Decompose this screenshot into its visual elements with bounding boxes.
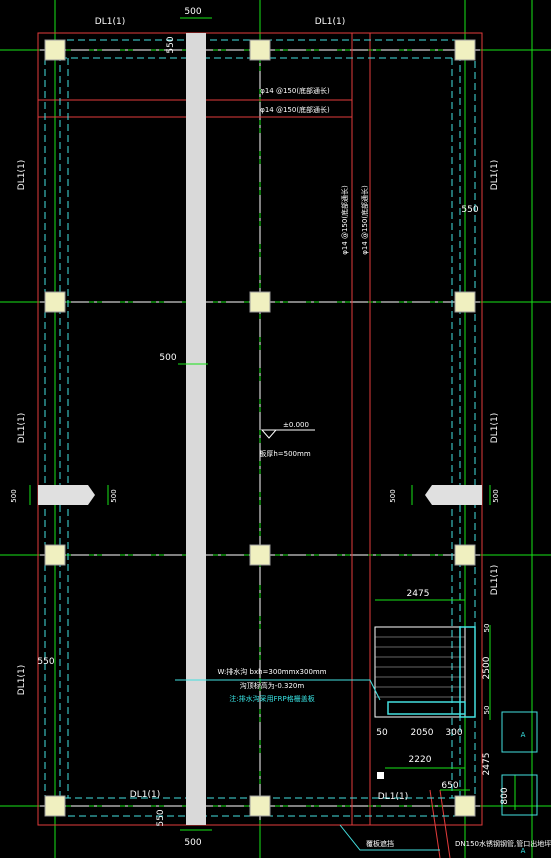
wall-notches (38, 485, 482, 505)
trench-spec: W:排水沟 bxh=300mmx300mm (217, 667, 326, 676)
elevation-symbol (260, 429, 315, 439)
beam-label-right-1: DL1(1) (490, 160, 500, 190)
trench-note: 注:排水沟采用FRP格栅盖板 (229, 694, 314, 703)
dim-650: 650 (441, 781, 458, 791)
dim-50-bottom: 50 (483, 706, 491, 715)
columns (44, 39, 476, 817)
beam-label-top-right: DL1(1) (315, 17, 345, 27)
beam-label-right-2: DL1(1) (490, 413, 500, 443)
dim-right-550: 550 (461, 205, 478, 215)
section-mark-a-2: A (521, 847, 526, 855)
dim-2220: 2220 (409, 755, 432, 765)
leader-lines (175, 679, 440, 851)
slab-thickness: 板厚h=500mm (259, 449, 310, 458)
beam-label-left-2: DL1(1) (17, 413, 27, 443)
slab-boundary (37, 32, 483, 858)
dim-2475-side: 2475 (482, 753, 492, 776)
beam-label-left-1: DL1(1) (17, 160, 27, 190)
trench-elevation: 沟顶标高为-0.320m (240, 681, 305, 690)
beam-label-left-3: DL1(1) (17, 665, 27, 695)
center-lines (40, 40, 480, 820)
rebar-note-v1: φ14 @150(底部通长) (340, 185, 349, 255)
rebar-note-1: φ14 @150(底部通长) (260, 86, 330, 95)
dim-50-top: 50 (483, 624, 491, 633)
dim-top-500: 500 (184, 7, 201, 17)
dim-left-500: 500 (10, 489, 18, 502)
elevation-value: ±0.000 (283, 421, 309, 429)
beam-label-bottom-left: DL1(1) (130, 790, 160, 800)
beam-label-top-left: DL1(1) (95, 17, 125, 27)
dim-wall-500: 500 (159, 353, 176, 363)
dim-2475-top: 2475 (407, 589, 430, 599)
dim-2500: 2500 (482, 656, 492, 679)
rebar-note-2: φ14 @150(底部通长) (260, 105, 330, 114)
dimension-ticks (29, 17, 516, 831)
dim-top-550: 550 (166, 36, 176, 53)
dim-notch-left-500: 500 (110, 489, 118, 502)
beam-label-bottom-right: DL1(1) (378, 792, 408, 802)
pipe-note: DN150水锈钢钢管,管口出地坪 (455, 839, 551, 848)
dim-50-detail: 50 (376, 728, 388, 738)
wall-strip (186, 33, 206, 825)
rebar-note-v2: φ14 @150(底部通长) (360, 185, 369, 255)
dim-notch-right-500: 500 (389, 489, 397, 502)
dim-300: 300 (445, 728, 462, 738)
dim-2050: 2050 (411, 728, 434, 738)
beam-label-right-3: DL1(1) (490, 565, 500, 595)
dim-bottom-550: 550 (156, 809, 166, 826)
dim-left-550: 550 (37, 657, 54, 667)
callout-note: 覆板遮挡 (366, 839, 394, 848)
section-mark-a-1: A (521, 731, 526, 739)
dim-right-500: 500 (492, 489, 500, 502)
dim-800: 800 (500, 787, 510, 804)
trench-detail (374, 626, 538, 816)
dim-bottom-500: 500 (184, 838, 201, 848)
